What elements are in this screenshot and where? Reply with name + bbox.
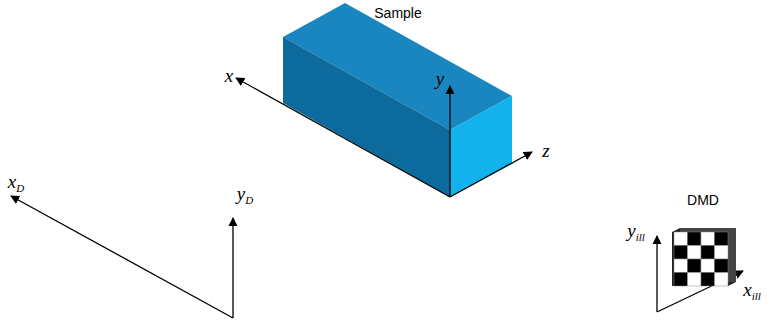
axis-label: xill [743, 280, 761, 302]
axis-label: y [436, 69, 444, 91]
sample-node: Sample [283, 0, 512, 197]
axis-label: z [542, 141, 549, 163]
axis-label: yill [627, 221, 645, 243]
dmd-mirror [688, 273, 702, 287]
axis-label: x [225, 66, 233, 88]
dmd-mirror [701, 273, 715, 287]
dmd-mirror [715, 259, 729, 273]
dmd-mirror [715, 273, 729, 287]
dmd-mirror [701, 246, 715, 260]
dmd-node: DMD [660, 185, 750, 290]
dmd-mirror [715, 246, 729, 260]
dmd-mirror [701, 259, 715, 273]
dmd-mirror [674, 273, 688, 287]
dmd-mirror [701, 232, 715, 246]
dmd-mirror [674, 259, 688, 273]
dmd-mirror [688, 246, 702, 260]
axis-label: yD [237, 184, 253, 206]
dmd-mirror [674, 232, 688, 246]
node-heading: Sample [374, 5, 421, 21]
dmd-mirror [674, 246, 688, 260]
detector-axes [11, 196, 233, 318]
axis-label: xD [8, 172, 24, 194]
sample-axes [236, 78, 532, 197]
dmd-chip [672, 228, 736, 286]
dmd-mirror [688, 232, 702, 246]
dmd-mirror [688, 259, 702, 273]
dmd-mirror [715, 232, 729, 246]
node-heading: DMD [687, 192, 719, 208]
